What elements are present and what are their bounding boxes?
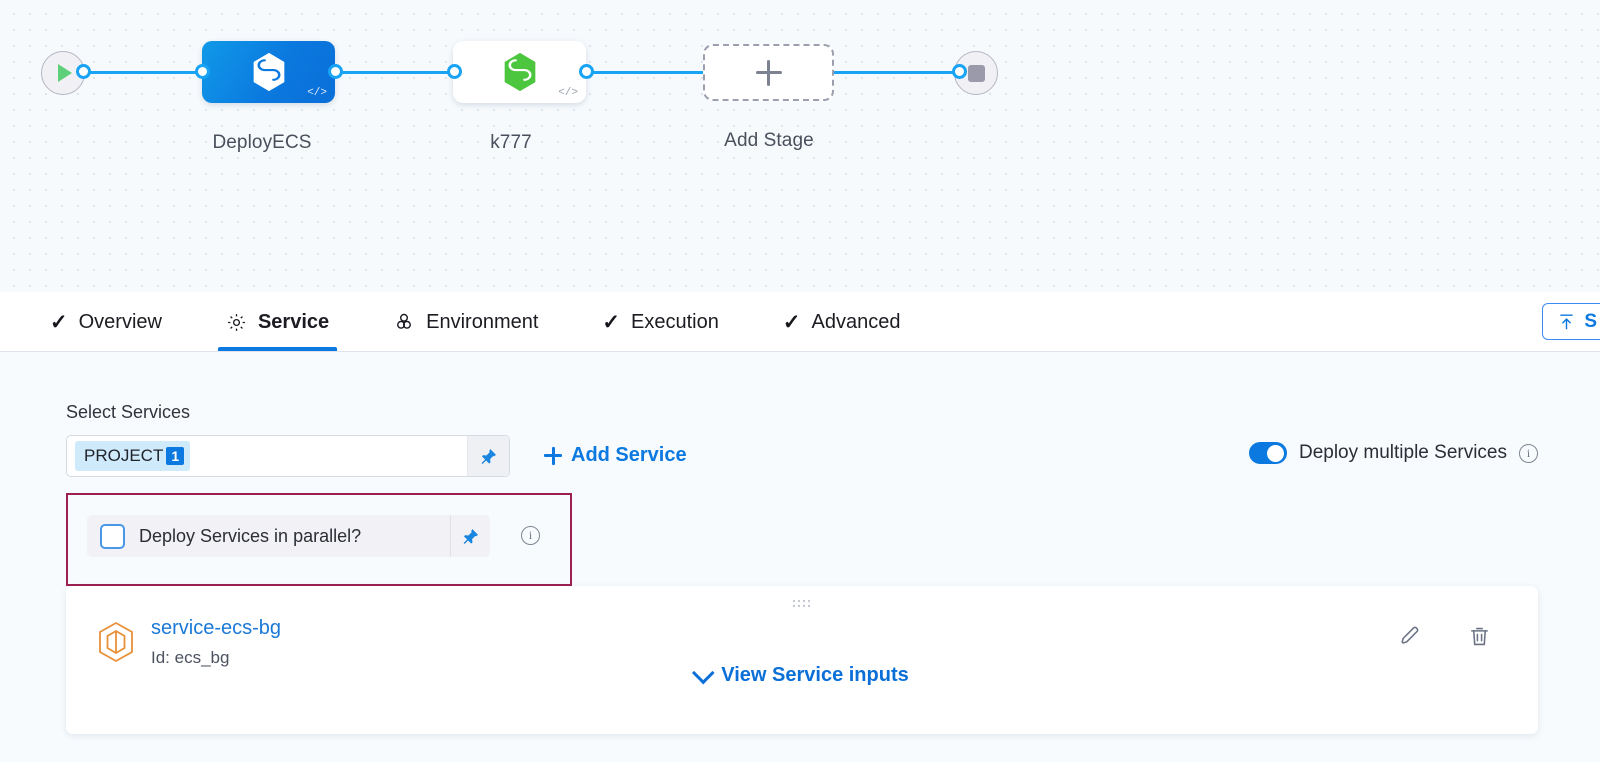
tab-label: Environment <box>426 310 539 333</box>
edge-start-to-stage-1 <box>82 71 212 74</box>
port-stage-1-out[interactable] <box>328 64 343 79</box>
edge-stage-1-to-stage-2 <box>326 71 461 74</box>
stage-node-k777[interactable]: </> <box>453 41 586 103</box>
save-button-label: S <box>1584 310 1597 332</box>
aws-hexagon-icon <box>97 621 135 668</box>
plus-icon <box>544 446 562 465</box>
service-row-card: service-ecs-bg Id: ecs_bg View Service i… <box>66 586 1538 734</box>
add-service-label: Add Service <box>571 444 687 466</box>
deploy-multiple-services-row: Deploy multiple Services i <box>1248 442 1538 464</box>
tab-overview[interactable]: ✓ Overview <box>30 293 182 351</box>
port-start-out[interactable] <box>76 64 91 79</box>
stop-icon <box>967 64 985 82</box>
drag-handle-icon[interactable] <box>793 600 811 610</box>
view-service-inputs-toggle[interactable]: View Service inputs <box>691 661 909 687</box>
environment-icon <box>397 313 412 329</box>
check-icon: ✓ <box>602 310 621 334</box>
tab-label: Overview <box>78 310 162 333</box>
port-stage-2-in[interactable] <box>447 64 462 79</box>
edge-stage-2-to-add-stage <box>578 71 713 74</box>
pencil-icon <box>1401 626 1419 644</box>
deploy-multiple-services-toggle[interactable] <box>1248 442 1287 464</box>
deploy-parallel-info-icon[interactable]: i <box>521 526 540 545</box>
trash-icon <box>1471 627 1488 646</box>
pushpin-icon <box>463 528 478 544</box>
delete-service-button[interactable] <box>1467 624 1492 654</box>
tab-advanced[interactable]: ✓ Advanced <box>763 293 921 351</box>
check-icon: ✓ <box>782 310 801 334</box>
pipeline-canvas[interactable]: </> DeployECS </> k777 Add Stage <box>0 0 1600 293</box>
deploy-multiple-services-label: Deploy multiple Services <box>1298 442 1507 463</box>
tab-label: Service <box>257 310 330 333</box>
select-services-input[interactable]: PROJECT 1 <box>66 435 510 477</box>
harness-hexagon-icon <box>504 52 535 92</box>
deploy-parallel-label: Deploy Services in parallel? <box>139 525 362 546</box>
stage-node-deployecs[interactable]: </> <box>202 41 335 103</box>
deploy-parallel-field[interactable]: Deploy Services in parallel? <box>87 515 490 557</box>
info-icon[interactable]: i <box>1519 443 1538 463</box>
stage-code-badge[interactable]: </> <box>307 87 327 99</box>
service-id-label: Id: ecs_bg <box>151 648 230 667</box>
chevron-down-icon <box>691 661 715 685</box>
play-icon <box>58 64 72 82</box>
gear-icon <box>228 313 245 331</box>
stage-code-badge[interactable]: </> <box>558 87 578 99</box>
check-icon: ✓ <box>50 310 68 334</box>
save-template-icon <box>1560 314 1574 330</box>
view-service-inputs-label: View Service inputs <box>721 664 909 686</box>
services-pin-button[interactable] <box>467 436 509 476</box>
tab-label: Execution <box>631 310 719 333</box>
add-stage-label: Add Stage <box>724 130 814 151</box>
add-stage-button[interactable] <box>703 44 834 101</box>
stage-label-k777: k777 <box>490 132 532 153</box>
edge-add-stage-to-end <box>826 71 961 74</box>
deploy-parallel-checkbox[interactable] <box>100 523 125 549</box>
tab-execution[interactable]: ✓ Execution <box>582 293 738 351</box>
stage-tabs: ✓ Overview Service <box>0 292 1600 352</box>
edit-service-button[interactable] <box>1398 624 1423 654</box>
service-panel: Select Services PROJECT 1 Add Service <box>0 352 1600 762</box>
tab-environment[interactable]: Environment <box>373 293 558 351</box>
port-stage-1-in[interactable] <box>195 64 210 79</box>
service-row-actions <box>1398 624 1492 654</box>
add-service-button[interactable]: Add Service <box>544 444 687 467</box>
service-name-link[interactable]: service-ecs-bg <box>151 617 282 639</box>
deploy-parallel-highlight: Deploy Services in parallel? i <box>66 493 572 586</box>
tab-label: Advanced <box>811 310 901 333</box>
port-stage-2-out[interactable] <box>579 64 594 79</box>
plus-icon <box>767 59 770 86</box>
tab-service[interactable]: Service <box>206 293 349 351</box>
toggle-knob <box>1267 444 1285 462</box>
select-services-label: Select Services <box>66 402 191 422</box>
stage-label-deployecs: DeployECS <box>212 132 312 153</box>
service-chip-project[interactable]: PROJECT 1 <box>75 441 191 471</box>
chip-label: PROJECT <box>84 446 164 465</box>
deploy-parallel-pin-button[interactable] <box>450 515 490 557</box>
pushpin-icon <box>481 448 496 464</box>
save-as-template-button[interactable]: S <box>1542 303 1600 340</box>
harness-hexagon-icon <box>253 52 284 92</box>
chip-count-badge: 1 <box>166 447 185 465</box>
port-end-in[interactable] <box>952 64 967 79</box>
